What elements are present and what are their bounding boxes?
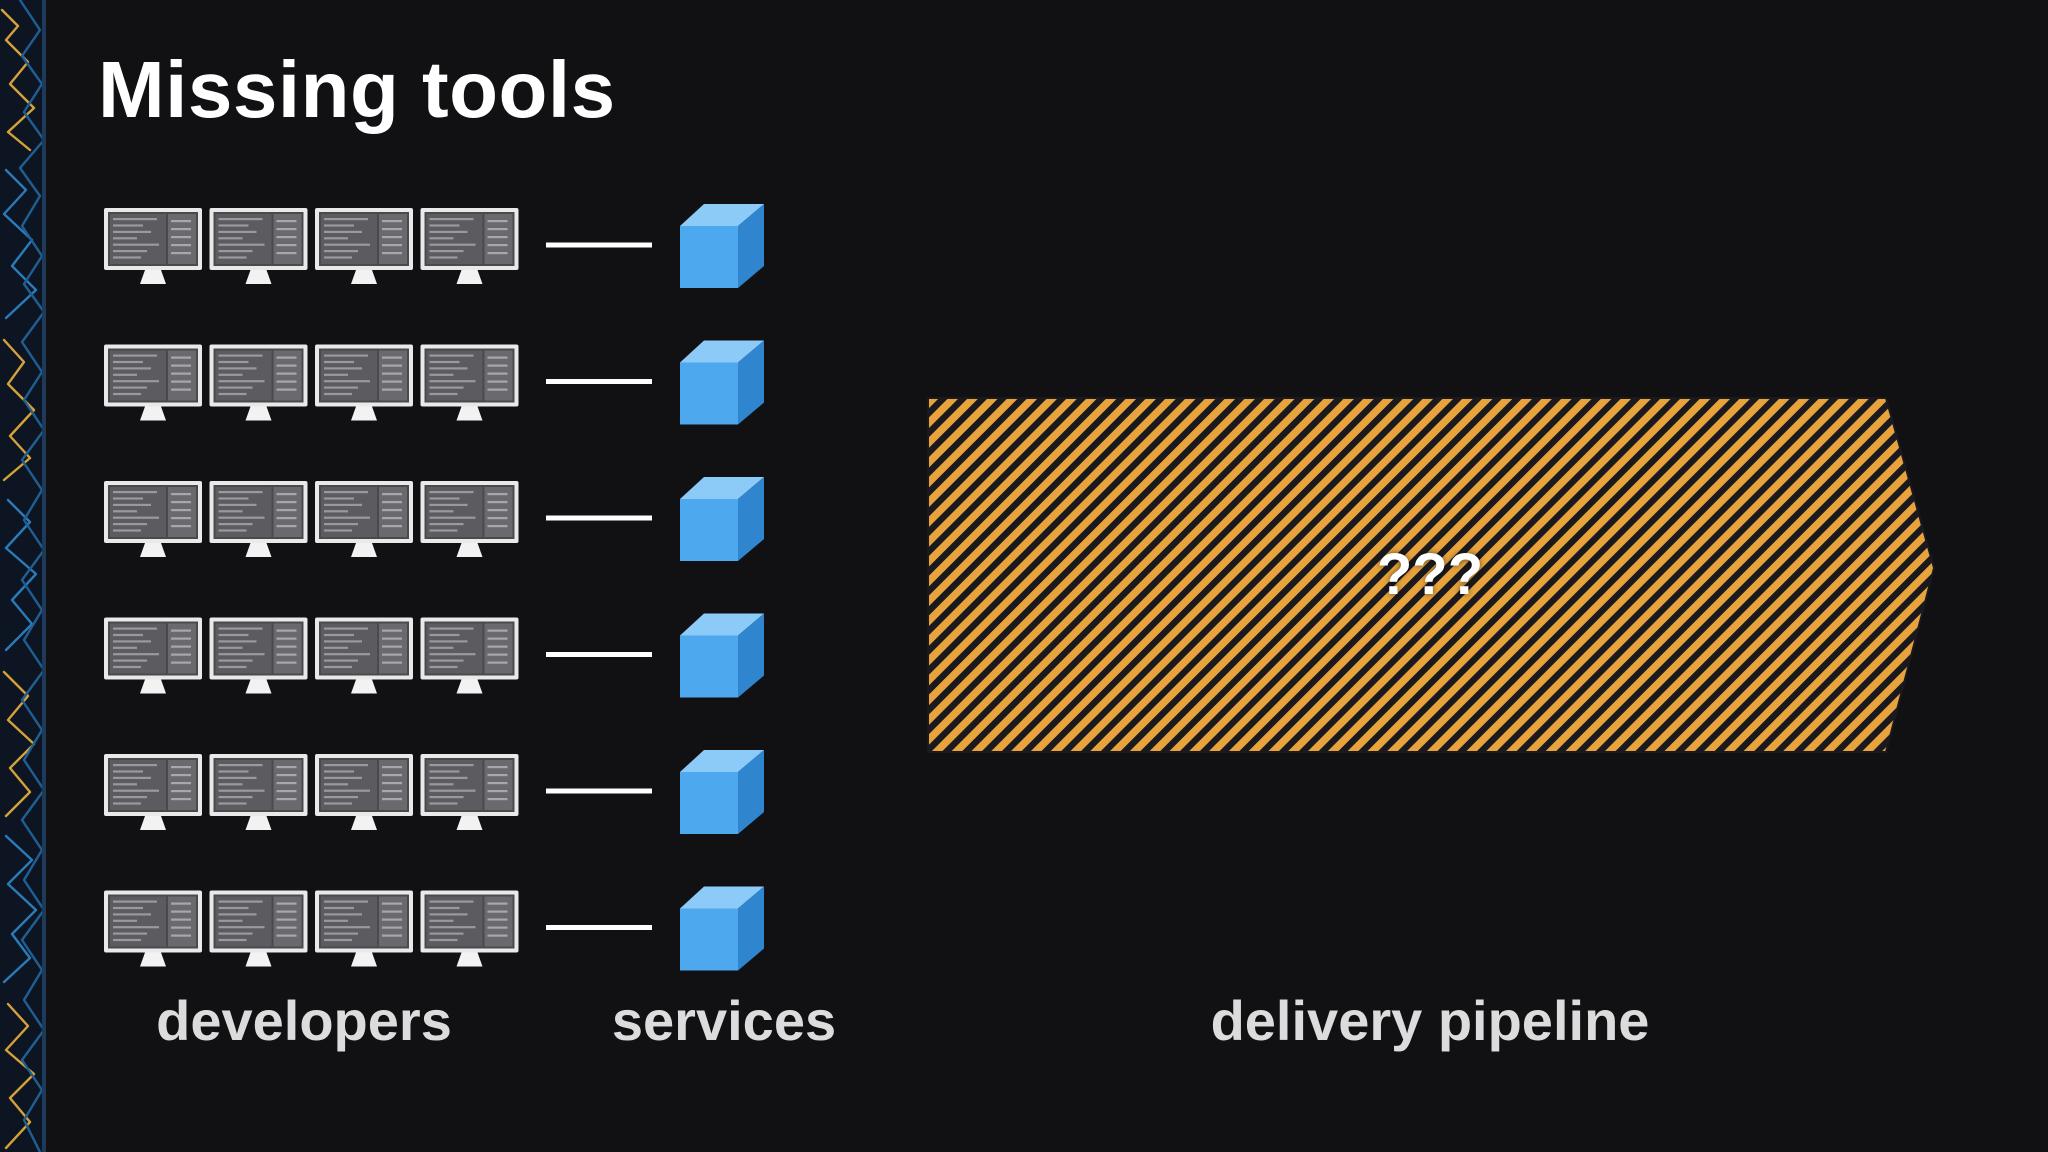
monitor-icon [420,617,519,694]
monitor-icon [209,481,308,557]
monitor-icon [104,481,202,557]
monitor-icon [209,208,308,284]
monitor-icon [104,208,202,284]
monitor-icon [104,344,202,421]
monitor-icon [315,617,413,694]
developers-label: developers [156,989,452,1052]
cube-icon [680,340,764,425]
monitor-icon [420,344,519,421]
cube-icon [680,750,764,834]
pipeline-row [104,750,764,834]
cube-icon [680,886,764,971]
monitor-icon [420,208,519,284]
monitor-icon [209,344,308,421]
monitor-icon [104,890,202,967]
decorative-circuit-strip [0,0,46,1152]
monitor-icon [104,754,202,830]
pipeline-row [104,613,764,698]
monitor-icon [104,617,202,694]
monitor-icon [420,890,519,967]
pipeline-unknown-label: ??? [1376,542,1484,607]
services-label: services [611,989,837,1052]
delivery-pipeline-arrow [927,397,1936,753]
monitor-icon [315,754,413,830]
monitor-icon [315,890,413,967]
monitor-icon [315,481,413,557]
delivery-pipeline-label: delivery pipeline [1210,989,1650,1052]
monitor-icon [209,890,308,967]
pipeline-row [104,886,764,971]
cube-icon [680,477,764,561]
pipeline-row [104,477,764,561]
pipeline-row [104,340,764,425]
pipeline-row [104,204,764,288]
monitor-icon [315,344,413,421]
monitor-icon [315,208,413,284]
cube-icon [680,613,764,698]
monitor-icon [420,481,519,557]
cube-icon [680,204,764,288]
monitor-icon [209,754,308,830]
slide-title: Missing tools [98,45,616,134]
monitor-icon [209,617,308,694]
monitor-icon [420,754,519,830]
